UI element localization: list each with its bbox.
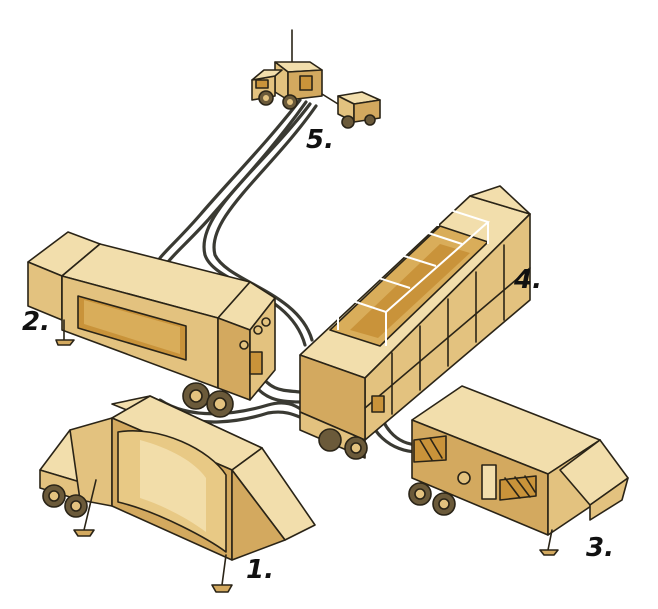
control-trailer-icon xyxy=(27,231,276,418)
command-vehicle-icon xyxy=(251,29,381,129)
launcher-frame-icon xyxy=(337,204,490,346)
launcher-panel-grid xyxy=(364,244,531,415)
generator-trailer-icon xyxy=(408,385,629,556)
cable-5-to-2 xyxy=(158,98,302,260)
label-5: 5. xyxy=(306,125,334,155)
cable-1-to-4 xyxy=(158,398,304,416)
radar-trailer-icon xyxy=(39,395,316,593)
label-1: 1. xyxy=(246,555,274,585)
cable-5-to-4b xyxy=(212,104,318,342)
label-2: 2. xyxy=(22,307,50,337)
label-3: 3. xyxy=(586,533,614,563)
cable-5-to-2b xyxy=(166,100,308,264)
radar-antenna-icon xyxy=(117,430,227,553)
launcher-truck-icon xyxy=(299,185,531,460)
label-4: 4. xyxy=(513,265,542,295)
